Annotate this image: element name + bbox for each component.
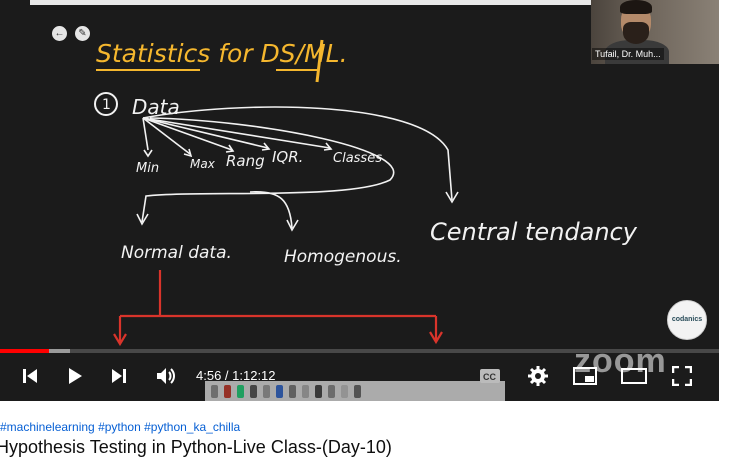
zoom-watermark: zoom (574, 342, 667, 380)
volume-button[interactable] (152, 362, 180, 390)
theater-button[interactable] (620, 362, 648, 390)
top-screen-strip (30, 0, 591, 5)
next-button[interactable] (105, 362, 133, 390)
play-icon (69, 368, 82, 384)
video-hashtags[interactable]: #machinelearning #python #python_ka_chil… (0, 420, 241, 434)
annotate-icon[interactable]: ✎ (75, 26, 90, 41)
theater-icon (621, 368, 647, 384)
branch-range: Rang (226, 152, 265, 170)
video-title: Hypothesis Testing in Python-Live Class-… (0, 437, 392, 457)
branch-classes: Classes (333, 151, 382, 166)
codanics-logo: codanics (667, 300, 707, 340)
video-player[interactable]: Statistics for DS/ML. 1 Data Min Max (0, 0, 719, 401)
normal-data-label: Normal data. (121, 243, 232, 263)
branch-iqr: IQR. (272, 148, 303, 166)
branch-min: Min (136, 161, 159, 176)
back-arrow-icon[interactable]: ← (52, 26, 67, 41)
board-heading: Statistics for DS/ML. (96, 39, 348, 68)
fullscreen-button[interactable] (668, 362, 696, 390)
homogenous-label: Homogenous. (284, 247, 402, 267)
webcam-thumbnail: Tufail, Dr. Muh... (591, 0, 719, 64)
settings-button[interactable] (524, 362, 552, 390)
board-point-number: 1 (102, 97, 111, 113)
gear-icon (528, 366, 548, 386)
whiteboard-canvas: Statistics for DS/ML. 1 Data Min Max (94, 39, 638, 347)
captions-button[interactable]: CC (476, 362, 504, 390)
miniplayer-button[interactable] (571, 362, 599, 390)
next-icon (112, 369, 126, 383)
previous-button[interactable] (16, 362, 44, 390)
webcam-participant-name: Tufail, Dr. Muh... (592, 48, 664, 60)
central-tendency-label: Central tendancy (430, 218, 638, 246)
play-button[interactable] (61, 362, 89, 390)
svg-text:CC: CC (483, 372, 496, 382)
progress-played (0, 349, 49, 353)
time-display: 4:56 / 1:12:12 (196, 368, 276, 383)
miniplayer-icon (573, 367, 597, 385)
volume-icon (157, 368, 175, 384)
progress-bar[interactable] (0, 349, 719, 353)
annotation-toolbar (205, 381, 505, 401)
fullscreen-icon (672, 366, 692, 386)
previous-icon (23, 369, 37, 383)
branch-max: Max (190, 157, 216, 171)
captions-icon: CC (480, 369, 500, 383)
